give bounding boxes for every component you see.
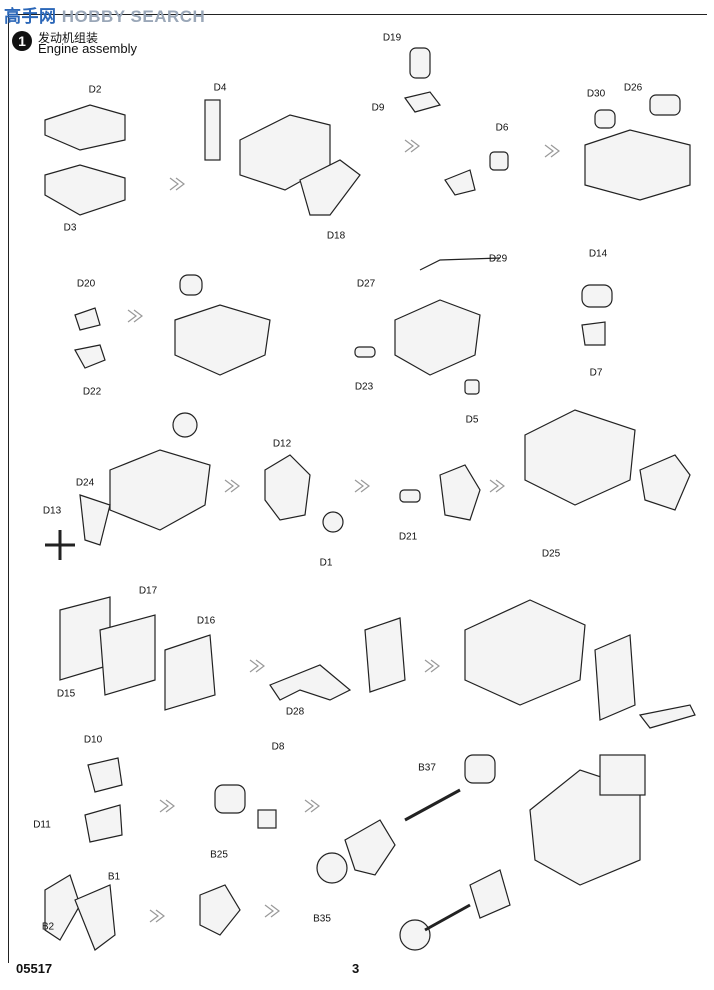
part-label-d13: D13 — [42, 505, 62, 517]
part-label-b1: B1 — [107, 871, 121, 883]
part-label-d30: D30 — [586, 88, 606, 100]
part-drawing-b1-b2 — [44, 874, 116, 951]
part-drawing-d21 — [399, 464, 481, 521]
part-label-d5: D5 — [465, 414, 479, 426]
part-label-d16: D16 — [196, 615, 216, 627]
part-label-b35: B35 — [313, 913, 331, 925]
part-label-d24: D24 — [75, 477, 95, 489]
watermark-cn: 高手网 — [4, 7, 57, 26]
part-drawing-radiator-parts — [59, 596, 216, 711]
part-label-d17: D17 — [138, 585, 158, 597]
page-frame — [8, 14, 707, 963]
part-label-d1: D1 — [319, 557, 333, 569]
page-number: 3 — [352, 961, 360, 976]
part-label-d8: D8 — [271, 741, 285, 753]
part-label-d22: D22 — [82, 386, 102, 398]
part-drawing-engine-block-7 — [399, 754, 646, 951]
part-label-d7: D7 — [589, 367, 603, 379]
part-label-d19: D19 — [382, 32, 402, 44]
watermark: 高手网 HOBBY SEARCH — [4, 2, 205, 27]
part-label-d25: D25 — [541, 548, 561, 560]
part-label-d21: D21 — [398, 531, 418, 543]
step-number-badge: 1 — [12, 31, 32, 51]
part-drawing-engine-block-1 — [204, 99, 361, 216]
part-drawing-d20-d22 — [74, 307, 106, 369]
part-drawing-d28-radiator — [269, 617, 406, 701]
part-drawing-d8 — [214, 784, 277, 829]
part-drawing-d12-d1 — [264, 454, 344, 533]
part-drawing-b37-driveshaft — [316, 754, 496, 884]
part-label-b37: B37 — [418, 762, 436, 774]
part-label-d27: D27 — [356, 278, 376, 290]
step-title-cn: 发动机组装 — [38, 31, 99, 45]
part-label-d4: D4 — [213, 82, 227, 94]
part-drawing-b25 — [199, 884, 241, 936]
part-label-d9: D9 — [371, 102, 385, 114]
part-label-d29: D29 — [488, 253, 508, 265]
part-drawing-engine-block-2 — [174, 274, 271, 376]
part-label-b25: B25 — [210, 849, 228, 861]
part-drawing-d19-d9 — [403, 47, 509, 196]
part-drawing-engine-block-3 — [354, 257, 501, 395]
part-label-d23: D23 — [354, 381, 374, 393]
part-drawing-engine-d30-d26 — [584, 94, 691, 201]
part-label-d12: D12 — [272, 438, 292, 450]
part-drawing-d10-d11 — [84, 757, 123, 843]
part-label-d26: D26 — [623, 82, 643, 94]
step-arrows — [127, 139, 560, 923]
product-code: 05517 — [16, 961, 53, 976]
part-label-d3: D3 — [63, 222, 77, 234]
part-drawing-d14-d7 — [581, 284, 613, 346]
part-drawing-d2 — [44, 104, 126, 216]
part-label-d18: D18 — [326, 230, 346, 242]
part-label-d10: D10 — [83, 734, 103, 746]
step-title-en: Engine assembly — [38, 41, 137, 56]
part-label-d15: D15 — [56, 688, 76, 700]
part-label-d6: D6 — [495, 122, 509, 134]
watermark-en: HOBBY SEARCH — [61, 7, 206, 26]
part-label-d14: D14 — [588, 248, 608, 260]
part-label-d2: D2 — [88, 84, 102, 96]
part-label-d11: D11 — [33, 819, 51, 831]
part-drawing-engine-block-6 — [464, 599, 696, 729]
part-drawing-engine-block-5 — [524, 409, 691, 511]
part-drawing-engine-block-4 — [45, 412, 211, 560]
part-label-d20: D20 — [76, 278, 96, 290]
part-label-b2: B2 — [41, 921, 55, 933]
part-label-d28: D28 — [285, 706, 305, 718]
